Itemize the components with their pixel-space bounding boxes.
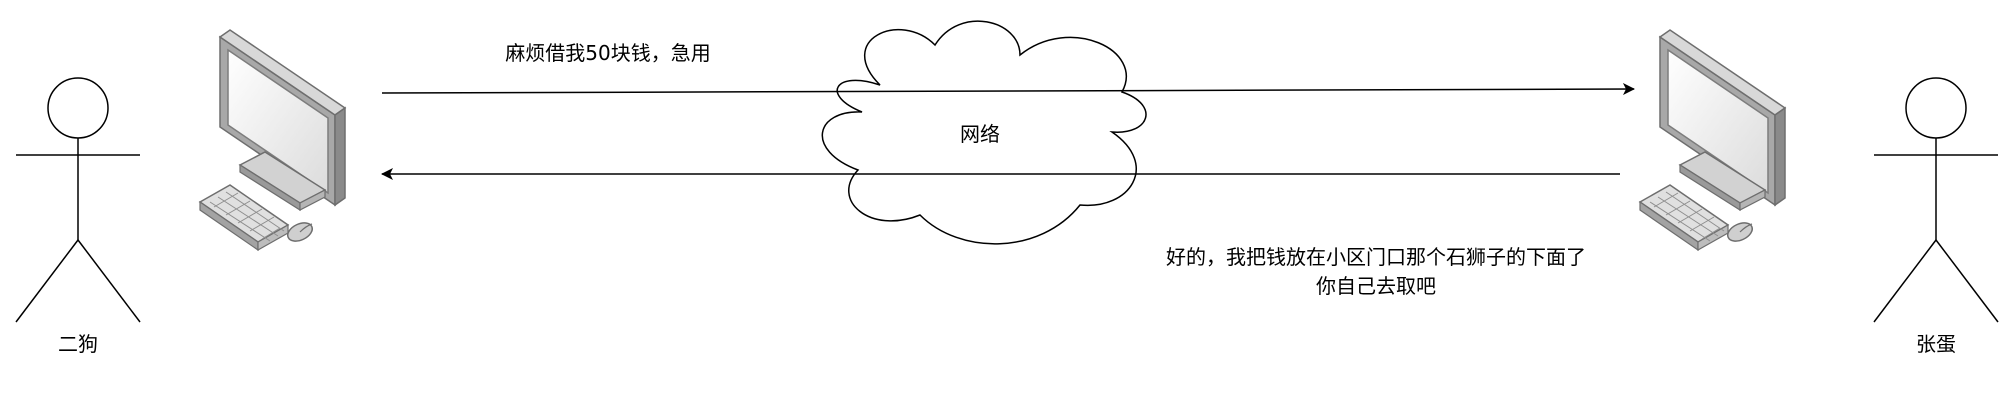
actor-label-right: 张蛋 bbox=[1916, 332, 1956, 356]
cloud-label: 网络 bbox=[960, 122, 1000, 146]
computer-icon-left bbox=[199, 29, 346, 251]
request-arrow bbox=[381, 83, 1635, 96]
reply-message-line1: 好的，我把钱放在小区门口那个石狮子的下面了 bbox=[1166, 245, 1586, 269]
person-icon-right bbox=[1873, 77, 1999, 323]
cloud-icon bbox=[821, 20, 1147, 245]
reply-message-line2: 你自己去取吧 bbox=[1316, 274, 1436, 298]
computer-icon-right bbox=[1639, 29, 1786, 251]
actor-label-left: 二狗 bbox=[58, 332, 98, 356]
request-message: 麻烦借我50块钱，急用 bbox=[505, 41, 710, 65]
person-icon-left bbox=[15, 77, 141, 323]
